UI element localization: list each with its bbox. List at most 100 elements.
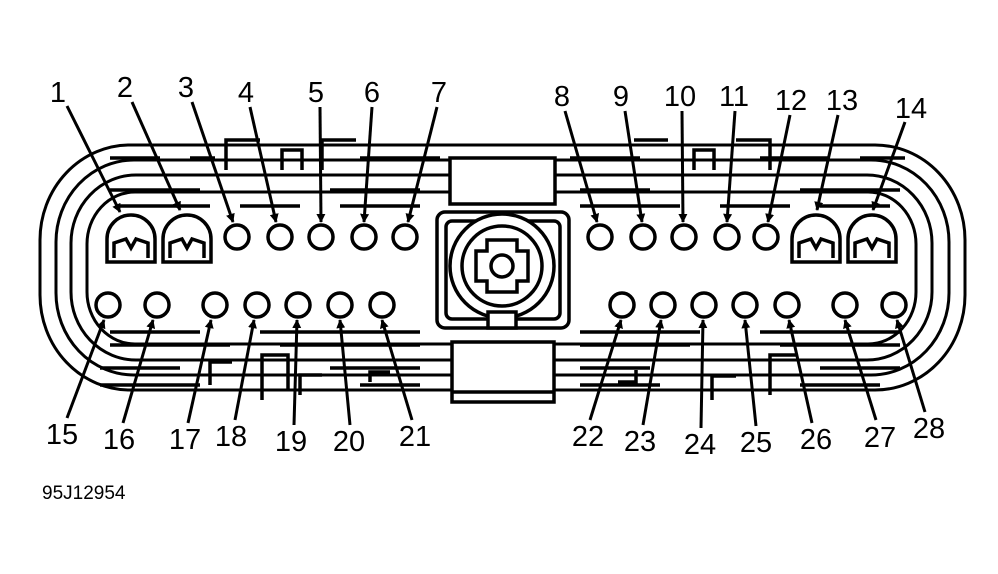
- terminal-pin: [284, 291, 312, 319]
- large-terminal: [161, 213, 213, 264]
- pin-label-2: 2: [117, 72, 133, 104]
- leader-arrow: [233, 319, 257, 421]
- leader-arrow: [814, 114, 840, 211]
- key-notch: [298, 373, 322, 395]
- leader-arrow: [843, 319, 878, 421]
- key-notch: [368, 370, 390, 382]
- leader-arrows: [65, 101, 927, 429]
- pin-label-24: 24: [684, 429, 716, 461]
- pin-label-10: 10: [664, 81, 696, 113]
- pin-label-6: 6: [364, 77, 380, 109]
- top-keys: [224, 138, 772, 170]
- terminal-pin: [143, 291, 171, 319]
- latch-top-tab: [448, 156, 557, 206]
- terminal-pin: [243, 291, 271, 319]
- leader-arrow: [871, 121, 907, 211]
- leader-arrow: [895, 319, 927, 413]
- leader-arrow: [405, 106, 439, 223]
- leader-arrow: [336, 319, 352, 426]
- leader-arrow: [741, 319, 758, 427]
- leader-arrow: [723, 110, 737, 223]
- figure-id: 95J12954: [42, 483, 126, 504]
- terminal-pin: [266, 223, 294, 251]
- pin-label-8: 8: [554, 81, 570, 113]
- terminal-pin: [773, 291, 801, 319]
- pin-label-3: 3: [178, 72, 194, 104]
- leader-arrow: [65, 319, 106, 419]
- large-terminal: [105, 213, 157, 264]
- terminal-pin: [201, 291, 229, 319]
- terminal-pin: [94, 291, 122, 319]
- pin-label-7: 7: [431, 77, 447, 109]
- leader-arrow: [698, 319, 708, 429]
- leader-arrow: [588, 319, 623, 421]
- leader-arrow: [292, 319, 302, 426]
- key-notch: [260, 353, 290, 400]
- terminal-pin: [713, 223, 741, 251]
- key-notch: [736, 138, 772, 170]
- leader-arrow: [563, 110, 600, 223]
- key-notch: [224, 138, 260, 170]
- terminal-pin: [223, 223, 251, 251]
- bottom-keys: [208, 353, 796, 400]
- pin-label-22: 22: [572, 421, 604, 453]
- pin-label-21: 21: [399, 421, 431, 453]
- terminal-pin: [690, 291, 718, 319]
- key-notch: [280, 148, 304, 170]
- pin-label-17: 17: [169, 424, 201, 456]
- terminal-pin: [368, 291, 396, 319]
- center-latch: [435, 156, 571, 404]
- key-notch: [710, 374, 736, 400]
- pin-label-25: 25: [740, 427, 772, 459]
- leader-arrow: [360, 106, 374, 223]
- pin-label-16: 16: [103, 424, 135, 456]
- leader-arrow: [186, 319, 214, 424]
- terminal-pin: [880, 291, 908, 319]
- pin-label-18: 18: [215, 421, 247, 453]
- key-notch: [208, 360, 232, 385]
- terminal-pin: [649, 291, 677, 319]
- pin-label-20: 20: [333, 426, 365, 458]
- pin-label-12: 12: [775, 85, 807, 117]
- leader-arrow: [678, 110, 688, 223]
- terminal-pin: [670, 223, 698, 251]
- pin-label-5: 5: [308, 77, 324, 109]
- leader-arrow: [786, 319, 814, 424]
- terminal-pin: [350, 223, 378, 251]
- leader-arrow: [623, 110, 646, 223]
- key-notch: [692, 148, 716, 170]
- pin-label-26: 26: [800, 424, 832, 456]
- leader-arrow: [380, 319, 414, 421]
- pin-label-23: 23: [624, 426, 656, 458]
- large-terminals: [105, 213, 898, 264]
- terminal-pin: [608, 291, 636, 319]
- leader-arrow: [130, 101, 182, 211]
- pin-label-28: 28: [913, 413, 945, 445]
- leader-arrow: [316, 106, 326, 223]
- key-notch: [320, 138, 356, 170]
- pin-label-1: 1: [50, 77, 66, 109]
- large-terminal: [846, 213, 898, 264]
- terminal-pin: [752, 223, 780, 251]
- leader-arrow: [190, 101, 235, 223]
- pin-label-19: 19: [275, 426, 307, 458]
- leader-arrow: [641, 319, 665, 426]
- terminal-pin: [326, 291, 354, 319]
- latch-inner-ring: [460, 224, 544, 308]
- terminal-pin: [629, 223, 657, 251]
- key-notch: [768, 353, 796, 395]
- key-notch: [618, 370, 638, 384]
- terminal-pin: [831, 291, 859, 319]
- pin-label-9: 9: [613, 81, 629, 113]
- pin-label-14: 14: [895, 93, 927, 125]
- large-terminal: [790, 213, 842, 264]
- terminal-pin: [731, 291, 759, 319]
- latch-bottom-clip: [486, 310, 518, 330]
- pin-label-11: 11: [719, 81, 749, 113]
- leader-arrow: [248, 106, 279, 223]
- pin-label-13: 13: [826, 85, 858, 117]
- terminal-pin: [586, 223, 614, 251]
- leader-arrow: [121, 319, 156, 424]
- terminal-pin: [391, 223, 419, 251]
